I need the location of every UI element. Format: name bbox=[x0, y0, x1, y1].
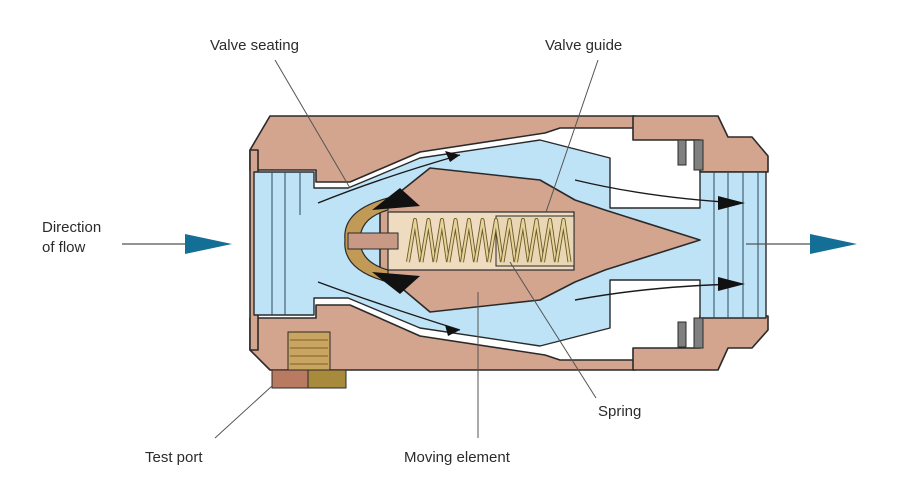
label-valve-seating: Valve seating bbox=[210, 37, 299, 54]
spring-coil bbox=[514, 218, 531, 263]
flow-direction-out bbox=[746, 234, 857, 254]
label-moving-element: Moving element bbox=[404, 449, 511, 466]
test-port-nut-left bbox=[271, 369, 309, 389]
spring-coil bbox=[447, 218, 463, 263]
spring-coil bbox=[460, 218, 477, 263]
label-spring: Spring bbox=[598, 403, 641, 420]
flow-direction-in bbox=[122, 234, 232, 254]
label-direction-of-flow-2: of flow bbox=[42, 239, 86, 256]
spring-coil bbox=[406, 218, 423, 263]
label-direction-of-flow-1: Direction bbox=[42, 219, 101, 236]
pressure-arrow-up-icon bbox=[372, 188, 420, 210]
pressure-arrow-down-icon bbox=[372, 272, 420, 294]
leader-test-port bbox=[214, 385, 273, 439]
seal-bottom-2 bbox=[693, 317, 704, 349]
seal-bottom bbox=[677, 321, 687, 348]
bolt bbox=[347, 232, 399, 250]
test-port-thread bbox=[287, 331, 331, 373]
test-port-nut-right bbox=[307, 369, 347, 389]
flow-out-arrow-icon bbox=[810, 234, 857, 254]
leader-valve-seating bbox=[274, 59, 351, 189]
label-test-port: Test port bbox=[145, 449, 203, 466]
spring-coil bbox=[487, 218, 504, 263]
spring-coil bbox=[501, 218, 517, 263]
seal-top-2 bbox=[693, 139, 704, 171]
label-valve-guide: Valve guide bbox=[545, 37, 622, 54]
leader-spring bbox=[509, 261, 597, 399]
spring-coil bbox=[541, 218, 558, 263]
internal-flow bbox=[317, 151, 745, 336]
spring-coil bbox=[420, 218, 436, 263]
housing-left-bottom bbox=[249, 304, 636, 371]
spring-coil bbox=[528, 218, 544, 263]
spring bbox=[406, 218, 572, 263]
spring-coil bbox=[555, 218, 571, 263]
test-port bbox=[271, 331, 347, 389]
spring-coil bbox=[474, 218, 490, 263]
flow-in-arrow-icon bbox=[185, 234, 232, 254]
spring-coil bbox=[433, 218, 450, 263]
leader-valve-guide bbox=[545, 59, 599, 213]
seal-top bbox=[677, 139, 687, 166]
